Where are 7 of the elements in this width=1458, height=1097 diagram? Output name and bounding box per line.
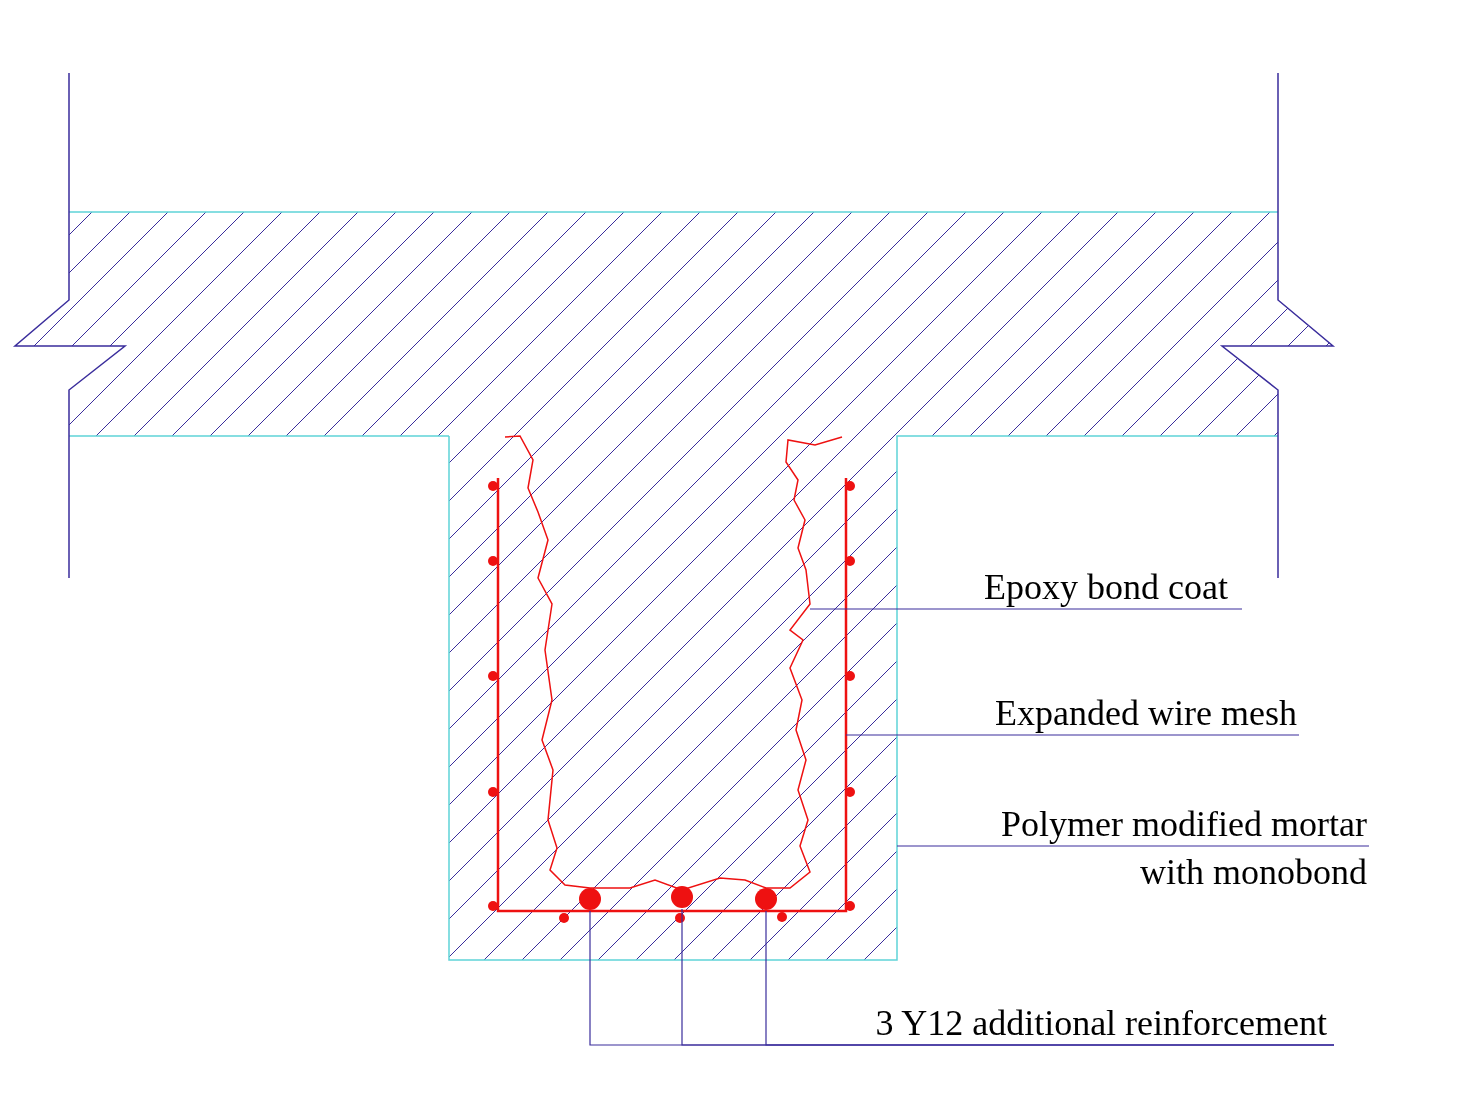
leader-line	[896, 845, 1370, 847]
leader-line	[809, 608, 1243, 610]
callout-label: Expanded wire mesh	[995, 693, 1297, 733]
callout-label: 3 Y12 additional reinforcement	[875, 1003, 1327, 1043]
leader-line	[845, 734, 1300, 736]
callout-label: Polymer modified mortar with monobond	[989, 800, 1367, 896]
callout-label: Epoxy bond coat	[984, 567, 1228, 607]
